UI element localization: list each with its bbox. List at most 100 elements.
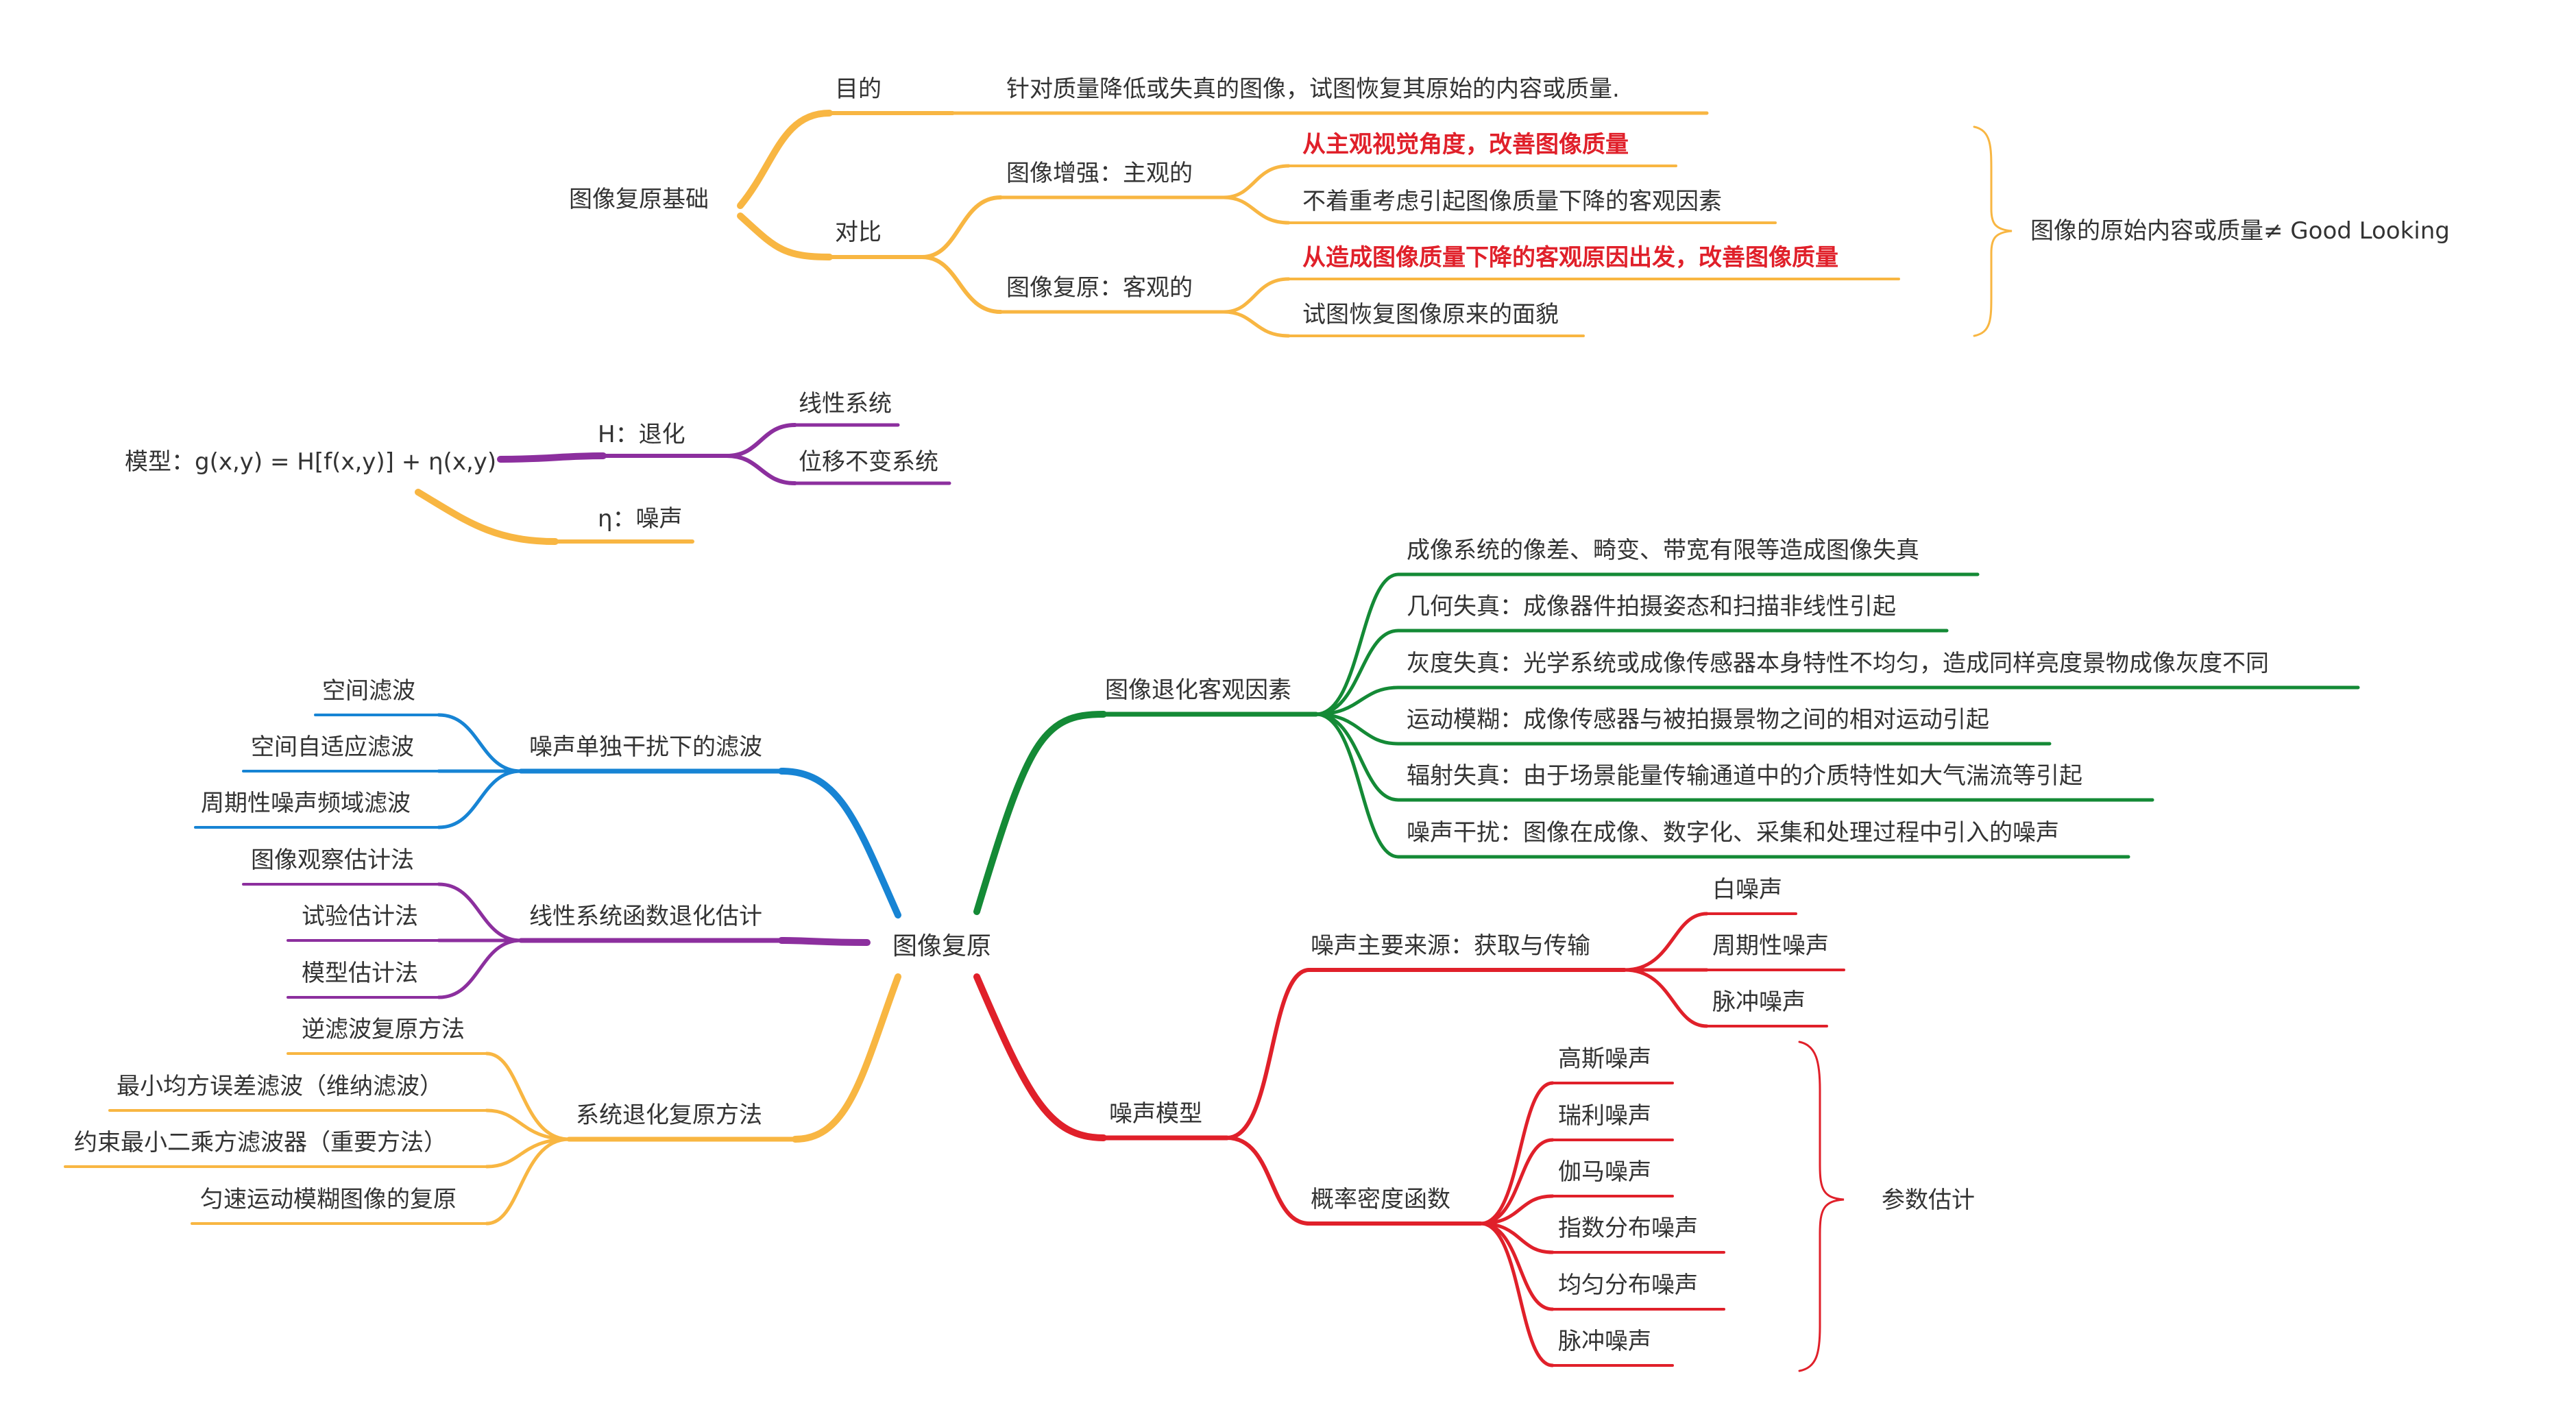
edge-root-degradation: [973, 711, 1107, 915]
linear-estimate-item-3: 模型估计法: [302, 960, 418, 987]
h-label: H：退化: [598, 421, 685, 448]
degradation-item-4: 运动模糊：成像传感器与被拍摄景物之间的相对运动引起: [1407, 706, 1989, 733]
edge-restore-p1: [1222, 277, 1291, 314]
linear-estimate-label: 线性系统函数退化估计: [529, 903, 762, 930]
brace-good-looking: [1973, 125, 2013, 337]
noise-source-2: 周期性噪声: [1712, 932, 1829, 960]
system-restore-item-4: 匀速运动模糊图像的复原: [200, 1186, 457, 1213]
edge-h-linear: [725, 423, 797, 458]
h-prop-shift: 位移不变系统: [799, 448, 938, 476]
noise-model-labels: 噪声模型 噪声主要来源：获取与传输 白噪声 周期性噪声 脉冲噪声 概率密度函数 …: [1109, 876, 1975, 1355]
edge-source-1: [1623, 912, 1709, 972]
edge-system-2: [485, 1108, 571, 1141]
edge-model-h: [497, 452, 607, 463]
edge-pdf-2: [1479, 1138, 1555, 1226]
degradation-labels: 图像退化客观因素 成像系统的像差、畸变、带宽有限等造成图像失真 几何失真：成像器…: [1105, 537, 2269, 847]
edge-model-eta: [415, 489, 559, 545]
edge-pdf-6: [1479, 1221, 1555, 1367]
model-branch: [415, 423, 951, 545]
edge-deg-2: [1314, 629, 1400, 716]
noise-filter-labels: 噪声单独干扰下的滤波 空间滤波 空间自适应滤波 周期性噪声频域滤波: [201, 677, 762, 817]
restore-point-1: 从造成图像质量下降的客观原因出发，改善图像质量: [1302, 244, 1838, 271]
edge-enhance-p2: [1222, 195, 1291, 225]
degradation-item-2: 几何失真：成像器件拍摄姿态和扫描非线性引起: [1407, 593, 1896, 620]
edge-filter-3: [437, 769, 523, 829]
degradation-item-5: 辐射失真：由于场景能量传输通道中的介质特性如大气湍流等引起: [1407, 762, 2082, 790]
model-labels: 模型：g(x,y) = H[f(x,y)] + η(x,y) H：退化 线性系统…: [125, 390, 938, 533]
linear-estimate-labels: 线性系统函数退化估计 图像观察估计法 试验估计法 模型估计法: [251, 847, 762, 987]
foundation-labels: 图像复原基础 目的 针对质量降低或失真的图像，试图恢复其原始的内容或质量. 对比…: [569, 75, 2450, 328]
foundation-branch: [737, 110, 2013, 338]
edge-root-system: [792, 973, 901, 1143]
enhance-point-2: 不着重考虑引起图像质量下降的客观因素: [1302, 188, 1722, 215]
good-looking-note: 图像的原始内容或质量≠ Good Looking: [2030, 217, 2450, 245]
edge-pdf-5: [1479, 1221, 1555, 1311]
edge-source-3: [1623, 968, 1709, 1028]
noise-source-1: 白噪声: [1712, 876, 1782, 903]
edge-root-noise: [973, 973, 1107, 1141]
purpose-text: 针对质量降低或失真的图像，试图恢复其原始的内容或质量.: [1006, 75, 1620, 103]
enhance-point-1: 从主观视觉角度，改善图像质量: [1302, 131, 1629, 158]
restore-point-2: 试图恢复图像原来的面貌: [1302, 301, 1559, 328]
pdf-item-6: 脉冲噪声: [1558, 1328, 1651, 1355]
system-restore-labels: 系统退化复原方法 逆滤波复原方法 最小均方误差滤波（维纳滤波） 约束最小二乘方滤…: [74, 1016, 762, 1213]
edge-pdf-4: [1479, 1221, 1555, 1254]
pdf-item-4: 指数分布噪声: [1558, 1215, 1698, 1242]
degradation-label: 图像退化客观因素: [1105, 677, 1291, 704]
edge-deg-6: [1314, 712, 1400, 859]
edge-deg-4: [1314, 712, 1400, 746]
param-estimate-label: 参数估计: [1882, 1187, 1975, 1214]
noise-model-label: 噪声模型: [1109, 1100, 1202, 1128]
noise-source-3: 脉冲噪声: [1712, 988, 1806, 1016]
edge-system-3: [485, 1137, 571, 1169]
edge-filter-1: [437, 713, 523, 773]
system-restore-branch: [64, 973, 901, 1226]
edge-root-linear: [778, 937, 871, 946]
noise-model-branch: [973, 912, 1845, 1372]
edge-foundation-contrast: [737, 212, 833, 260]
edge-enhance-p1: [1222, 164, 1291, 199]
h-prop-linear: 线性系统: [799, 390, 892, 417]
edge-pdf-1: [1479, 1081, 1555, 1226]
edge-noise-pdf: [1225, 1136, 1311, 1226]
pdf-item-5: 均匀分布噪声: [1558, 1272, 1698, 1299]
linear-estimate-item-2: 试验估计法: [302, 903, 418, 930]
edge-noise-source: [1225, 968, 1311, 1140]
edge-linear-3: [437, 938, 523, 999]
edge-contrast-enhance: [920, 195, 1003, 259]
linear-estimate-branch: [242, 882, 871, 999]
pdf-label: 概率密度函数: [1311, 1186, 1450, 1213]
enhance-label: 图像增强：主观的: [1006, 160, 1193, 187]
foundation-title: 图像复原基础: [569, 186, 709, 213]
noise-source-label: 噪声主要来源：获取与传输: [1311, 932, 1590, 960]
edge-root-filter: [778, 768, 901, 919]
eta-label: η：噪声: [598, 505, 683, 533]
edge-h-shift: [725, 454, 797, 485]
restore-label: 图像复原：客观的: [1006, 274, 1193, 302]
linear-estimate-item-1: 图像观察估计法: [251, 847, 414, 874]
contrast-label: 对比: [835, 219, 882, 246]
edge-pdf-3: [1479, 1194, 1555, 1226]
system-restore-item-3: 约束最小二乘方滤波器（重要方法）: [74, 1129, 447, 1156]
noise-filter-item-3: 周期性噪声频域滤波: [201, 790, 411, 817]
edge-system-4: [485, 1137, 571, 1226]
noise-filter-item-1: 空间滤波: [322, 677, 415, 705]
brace-param-estimate: [1798, 1041, 1845, 1372]
pdf-item-3: 伽马噪声: [1558, 1158, 1651, 1186]
noise-filter-item-2: 空间自适应滤波: [251, 733, 414, 761]
system-restore-item-1: 逆滤波复原方法: [302, 1016, 465, 1043]
edge-deg-3: [1314, 685, 1400, 716]
pdf-item-2: 瑞利噪声: [1558, 1102, 1651, 1130]
degradation-branch: [973, 572, 2360, 915]
edge-restore-p2: [1222, 310, 1291, 338]
degradation-item-3: 灰度失真：光学系统或成像传感器本身特性不均匀，造成同样亮度景物成像灰度不同: [1407, 650, 2269, 677]
system-restore-item-2: 最小均方误差滤波（维纳滤波）: [117, 1073, 443, 1100]
edge-linear-1: [437, 882, 523, 942]
noise-filter-label: 噪声单独干扰下的滤波: [529, 733, 762, 761]
edge-system-1: [485, 1051, 571, 1141]
system-restore-label: 系统退化复原方法: [576, 1102, 762, 1129]
noise-filter-branch: [194, 713, 901, 919]
degradation-item-1: 成像系统的像差、畸变、带宽有限等造成图像失真: [1407, 537, 1919, 564]
edge-foundation-purpose: [737, 110, 833, 209]
